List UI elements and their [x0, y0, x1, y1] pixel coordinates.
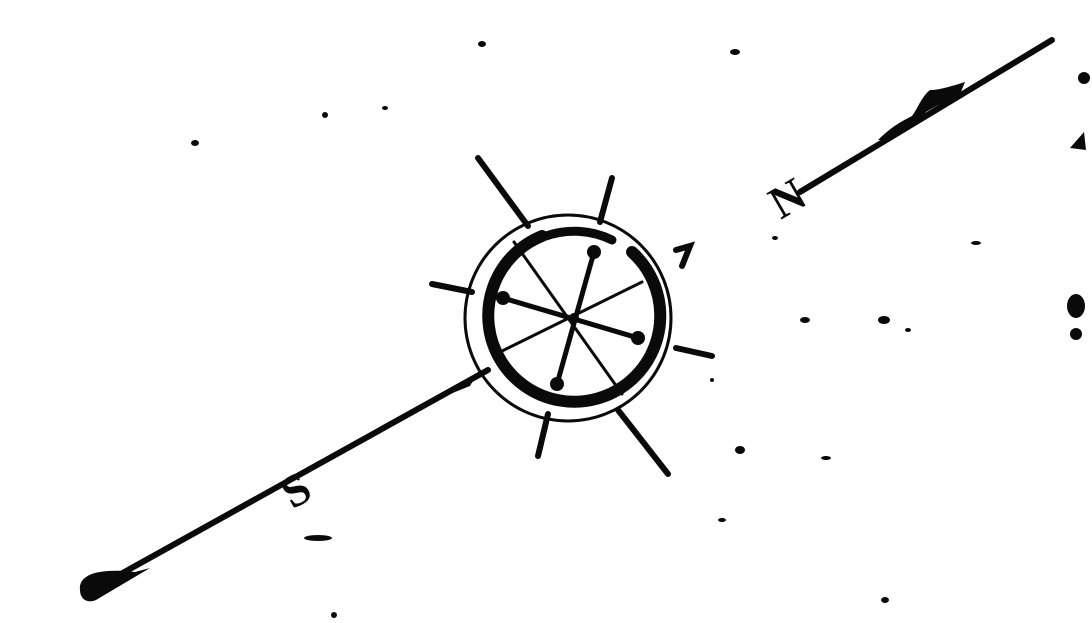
ink-specks	[191, 41, 1090, 618]
rose-spokes	[496, 242, 645, 394]
north-label: N	[760, 168, 814, 229]
north-needle-barb	[878, 82, 965, 140]
north-needle	[800, 40, 1052, 192]
south-needle-tail	[80, 568, 150, 601]
